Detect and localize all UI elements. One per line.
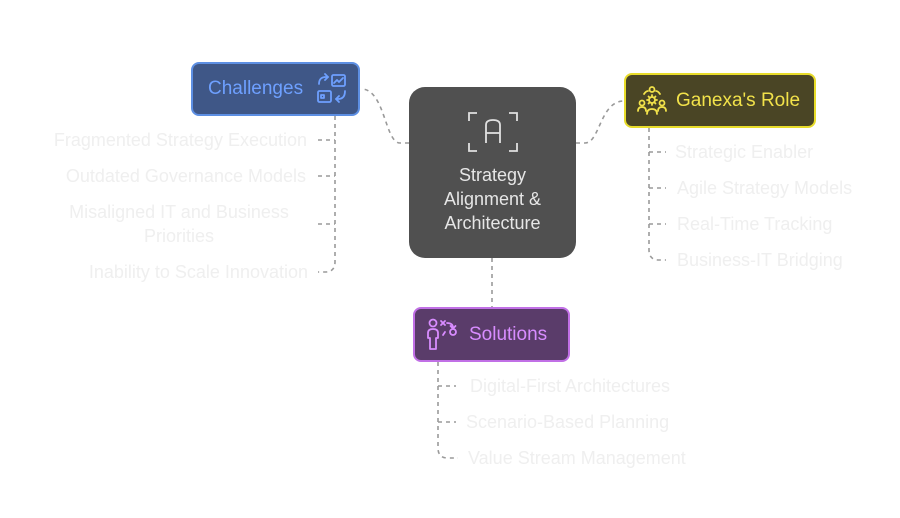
person-decision-icon	[425, 318, 459, 352]
role-item: Agile Strategy Models	[677, 178, 853, 198]
challenges-label: Challenges	[208, 78, 304, 99]
challenge-item: Fragmented Strategy Execution	[53, 130, 307, 150]
challenge-item: Misaligned IT and Business Priorities	[69, 202, 289, 246]
challenges-node[interactable]: Challenges	[191, 62, 360, 116]
letter-a-frame-icon	[467, 111, 519, 153]
challenge-item: Inability to Scale Innovation	[88, 262, 308, 282]
solution-item: Scenario-Based Planning	[466, 412, 670, 432]
role-item: Business-IT Bridging	[677, 250, 843, 270]
ganexa-role-label: Ganexa's Role	[676, 89, 801, 111]
center-node[interactable]: Strategy Alignment & Architecture	[409, 87, 576, 258]
team-gear-icon	[636, 85, 668, 117]
solutions-label: Solutions	[469, 323, 548, 345]
solution-item: Value Stream Management	[468, 448, 686, 468]
strategy-board-icon	[316, 73, 348, 105]
solutions-node[interactable]: Solutions	[413, 307, 570, 362]
center-title: Strategy Alignment & Architecture	[443, 164, 542, 233]
role-item: Real-Time Tracking	[677, 214, 833, 234]
solution-item: Digital-First Architectures	[470, 376, 671, 396]
role-item: Strategic Enabler	[675, 142, 814, 162]
ganexa-role-node[interactable]: Ganexa's Role	[624, 73, 816, 128]
challenge-item: Outdated Governance Models	[65, 166, 306, 186]
